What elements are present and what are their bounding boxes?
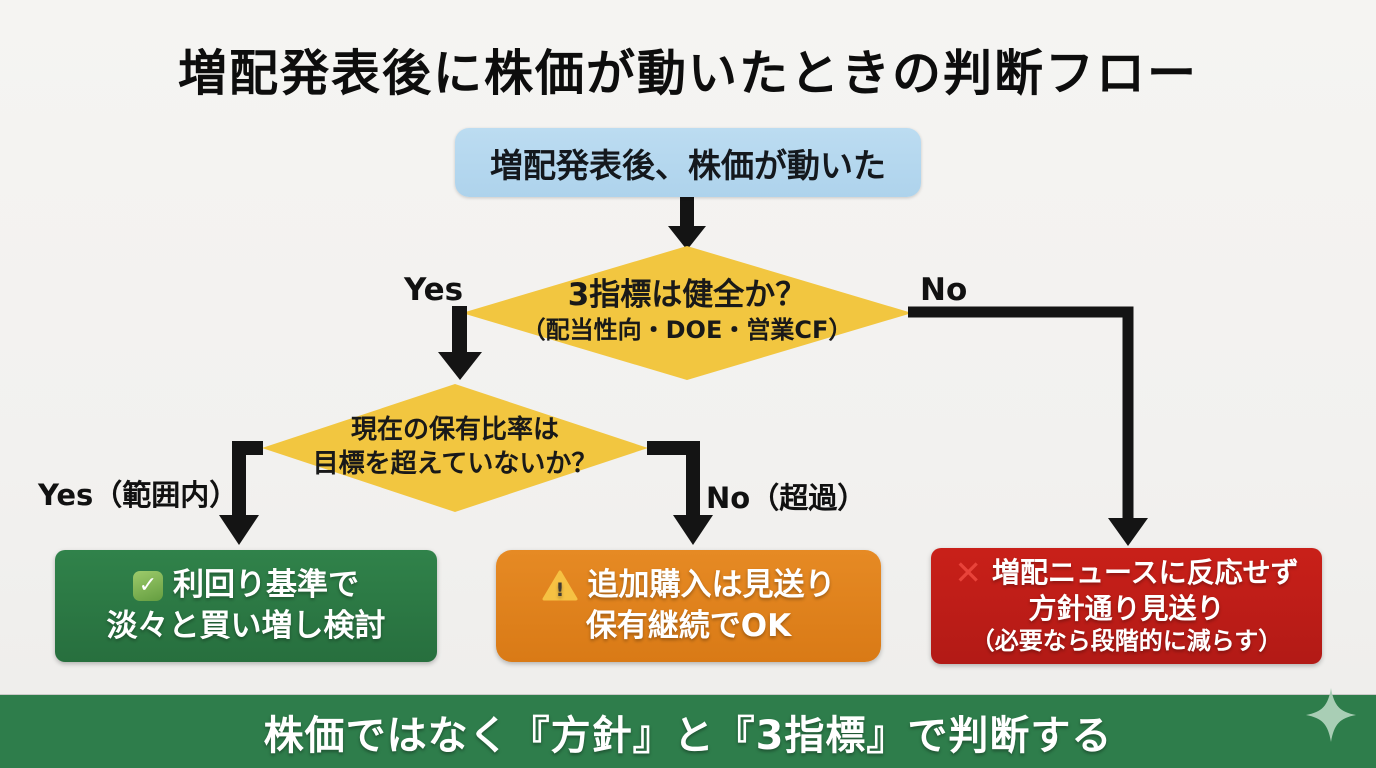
start-node: 増配発表後、株価が動いた bbox=[455, 128, 921, 197]
sparkle-icon bbox=[1306, 688, 1356, 742]
outcome-skip-line3: （必要なら段階的に減らす） bbox=[970, 627, 1283, 656]
decision2-yes-label: Yes（範囲内） bbox=[38, 478, 239, 512]
connector-decision1-no bbox=[908, 306, 1148, 546]
outcome-hold-line1: 追加購入は見送り bbox=[587, 567, 836, 604]
decision1-no-label: No bbox=[920, 272, 968, 308]
conclusion-banner: 株価ではなく『方針』と『3指標』で判断する bbox=[0, 695, 1376, 768]
start-node-label: 増配発表後、株価が動いた bbox=[490, 145, 886, 185]
decision2-line2: 目標を超えていないか？ bbox=[312, 448, 598, 479]
connector-decision1-yes bbox=[438, 306, 482, 380]
connector-decision2-yes bbox=[219, 441, 263, 545]
outcome-hold-box: ! 追加購入は見送り 保有継続でOK bbox=[496, 550, 881, 662]
decision1-line1: 3指標は健全か？ bbox=[567, 277, 807, 313]
check-icon: ✓ bbox=[133, 570, 163, 601]
decision2-no-label: No（超過） bbox=[706, 481, 867, 515]
decision2-diamond bbox=[262, 384, 648, 512]
outcome-skip-box: ✕ 増配ニュースに反応せず 方針通り見送り （必要なら段階的に減らす） bbox=[931, 548, 1322, 664]
connector-start-to-decision1 bbox=[668, 196, 706, 250]
outcome-buy-line2: 淡々と買い増し検討 bbox=[106, 608, 386, 644]
decision2-text: 現在の保有比率は 目標を超えていないか？ bbox=[260, 414, 650, 482]
outcome-hold-line2: 保有継続でOK bbox=[585, 608, 792, 644]
decision2-line1: 現在の保有比率は bbox=[350, 415, 559, 445]
cross-icon: ✕ bbox=[954, 553, 983, 593]
warning-icon: ! bbox=[542, 570, 577, 601]
decision1-diamond bbox=[462, 246, 912, 380]
connector-decision2-no bbox=[647, 441, 713, 545]
page-title: 増配発表後に株価が動いたときの判断フロー bbox=[177, 45, 1198, 102]
outcome-skip-line2: 方針通り見送り bbox=[1028, 591, 1225, 625]
check-glyph: ✓ bbox=[138, 573, 158, 599]
outcome-buy-box: ✓ 利回り基準で 淡々と買い増し検討 bbox=[55, 550, 437, 662]
decision1-text: 3指標は健全か？ （配当性向・DOE・営業CF） bbox=[457, 276, 917, 346]
decision1-yes-label: Yes bbox=[404, 272, 464, 308]
conclusion-text: 株価ではなく『方針』と『3指標』で判断する bbox=[263, 712, 1113, 759]
decision1-line2: （配当性向・DOE・営業CF） bbox=[521, 315, 853, 344]
outcome-skip-line1: 増配ニュースに反応せず bbox=[992, 555, 1299, 589]
warning-glyph: ! bbox=[555, 579, 564, 601]
outcome-buy-line1: 利回り基準で bbox=[173, 567, 359, 604]
